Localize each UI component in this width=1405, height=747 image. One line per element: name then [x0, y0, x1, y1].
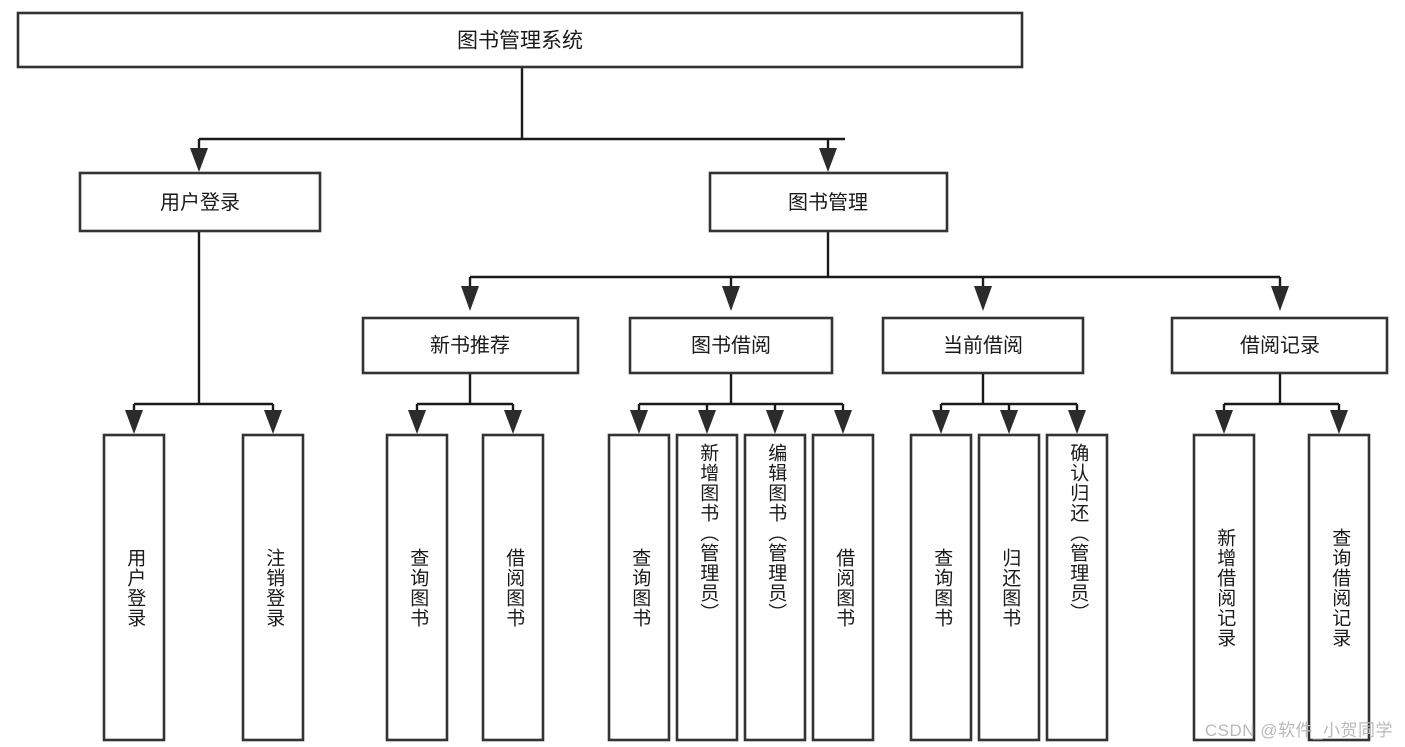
arrow-head-book-manage [819, 148, 837, 172]
arrow-head-user-login [190, 148, 208, 172]
node-leaf-borrow-book-2-box[interactable] [811, 433, 875, 742]
arrow-head-leaf-user-login [125, 410, 143, 434]
node-user-login[interactable]: 用户登录 [78, 171, 322, 233]
arrow-head-current-borrow [974, 286, 992, 311]
arrow-head-leaf-return-book [1000, 410, 1018, 434]
arrow-head-leaf-add-record [1215, 410, 1233, 434]
node-leaf-logout-box[interactable] [241, 433, 305, 742]
node-current-borrow[interactable]: 当前借阅 [881, 316, 1085, 375]
node-root-box[interactable] [16, 11, 1024, 69]
watermark: CSDN @软件_小贺同学 [1204, 721, 1393, 740]
node-leaf-query-book-3-box[interactable] [909, 433, 973, 742]
node-root[interactable]: 图书管理系统 [16, 11, 1024, 69]
node-leaf-borrow-book-1-box[interactable] [481, 433, 545, 742]
node-current-borrow-label: 当前借阅 [943, 334, 1023, 357]
node-book-borrow-label: 图书借阅 [691, 334, 771, 357]
node-user-login-label: 用户登录 [160, 191, 240, 214]
arrow-head-new-book-recommend [461, 286, 479, 311]
node-leaf-user-login-box[interactable] [102, 433, 166, 742]
arrow-head-leaf-edit-book [766, 410, 784, 434]
arrow-head-book-borrow [722, 286, 740, 311]
node-borrow-record-label: 借阅记录 [1240, 334, 1320, 357]
leaf-box-group [102, 433, 1371, 742]
node-book-manage-box[interactable] [708, 171, 949, 233]
node-leaf-add-book-box[interactable] [675, 433, 739, 742]
node-leaf-query-book-1-box[interactable] [385, 433, 449, 742]
arrow-head-leaf-borrow-book-1 [504, 410, 522, 434]
node-book-borrow[interactable]: 图书借阅 [628, 316, 834, 375]
node-book-manage-label: 图书管理 [788, 191, 868, 214]
node-borrow-record[interactable]: 借阅记录 [1170, 316, 1389, 375]
node-leaf-edit-book-box[interactable] [743, 433, 807, 742]
node-leaf-add-record-box[interactable] [1192, 433, 1256, 742]
connector-group [125, 67, 1348, 434]
node-new-book-recommend-box[interactable] [361, 316, 580, 375]
arrow-head-leaf-logout [264, 410, 282, 434]
arrow-head-leaf-borrow-book-2 [834, 410, 852, 434]
node-leaf-return-book-box[interactable] [977, 433, 1041, 742]
node-book-manage[interactable]: 图书管理 [708, 171, 949, 233]
node-book-borrow-box[interactable] [628, 316, 834, 375]
node-leaf-query-record-box[interactable] [1307, 433, 1371, 742]
node-root-label: 图书管理系统 [457, 30, 583, 53]
node-new-book-recommend-label: 新书推荐 [430, 334, 510, 357]
arrow-head-borrow-record [1271, 286, 1289, 311]
arrow-head-leaf-add-book [698, 410, 716, 434]
node-leaf-confirm-return-box[interactable] [1045, 433, 1109, 742]
node-borrow-record-box[interactable] [1170, 316, 1389, 375]
arrow-head-leaf-confirm-return [1068, 410, 1086, 434]
node-new-book-recommend[interactable]: 新书推荐 [361, 316, 580, 375]
arrow-head-leaf-query-record [1330, 410, 1348, 434]
node-user-login-box[interactable] [78, 171, 322, 233]
arrow-head-leaf-query-book-1 [408, 410, 426, 434]
arrow-head-leaf-query-book-3 [932, 410, 950, 434]
node-current-borrow-box[interactable] [881, 316, 1085, 375]
arrow-head-leaf-query-book-2 [630, 410, 648, 434]
node-leaf-query-book-2-box[interactable] [607, 433, 671, 742]
